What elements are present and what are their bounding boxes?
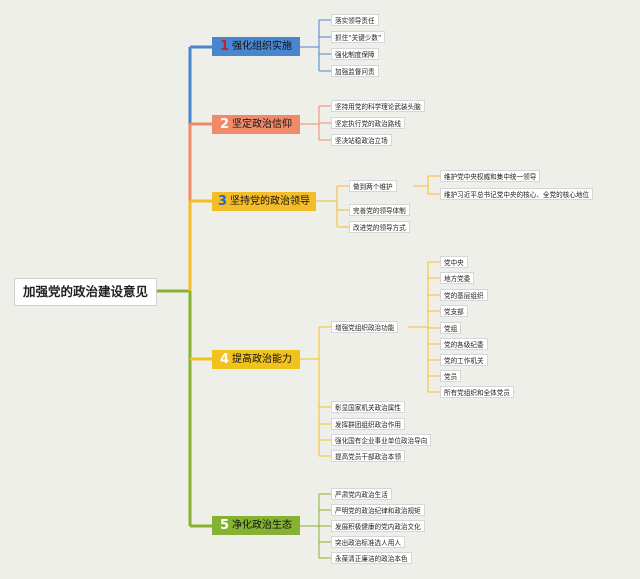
leaf-1-2[interactable]: 抓住“关键少数” (331, 31, 386, 43)
leaf-4-4[interactable]: 强化国有企业事业单位政治导向 (331, 434, 432, 446)
leaf-4-1[interactable]: 增强党组织政治功能 (331, 321, 399, 333)
subleaf-4-5[interactable]: 党组 (440, 322, 462, 334)
subleaf-4-3[interactable]: 党的基层组织 (440, 289, 488, 301)
root-node[interactable]: 加强党的政治建设意见 (14, 278, 158, 306)
branch-number: 5 (219, 518, 230, 533)
subleaf-4-4[interactable]: 党支部 (440, 305, 468, 317)
subleaf-4-9[interactable]: 所有党组织和全体党员 (440, 386, 514, 398)
leaf-1-1[interactable]: 落实领导责任 (331, 14, 379, 26)
branch-number: 3 (217, 194, 228, 209)
subleaf-4-1[interactable]: 党中央 (440, 256, 468, 268)
subleaf-3-2[interactable]: 维护习近平总书记党中央的核心、全党的核心地位 (440, 188, 594, 200)
leaf-5-3[interactable]: 发展积极健康的党内政治文化 (331, 520, 425, 532)
branch-label: 强化组织实施 (232, 41, 293, 52)
leaf-5-5[interactable]: 永葆清正廉洁的政治本色 (331, 552, 412, 564)
leaf-3-1[interactable]: 做到两个维护 (349, 180, 397, 192)
branch-label: 坚持党的政治领导 (230, 196, 311, 207)
leaf-4-3[interactable]: 发挥群团组织政治作用 (331, 418, 405, 430)
leaf-3-2[interactable]: 完善党的领导体制 (349, 204, 410, 216)
subleaf-4-7[interactable]: 党的工作机关 (440, 354, 488, 366)
branch-number: 2 (219, 117, 230, 132)
branch-label: 坚定政治信仰 (232, 119, 293, 130)
branch-label: 提高政治能力 (232, 354, 293, 365)
leaf-4-2[interactable]: 彰显国家机关政治属性 (331, 401, 405, 413)
leaf-1-3[interactable]: 强化制度保障 (331, 48, 379, 60)
branch-label: 净化政治生态 (232, 520, 293, 531)
subleaf-4-6[interactable]: 党的各级纪委 (440, 338, 488, 350)
branch-number: 4 (219, 352, 230, 367)
leaf-5-1[interactable]: 严肃党内政治生活 (331, 488, 392, 500)
leaf-2-3[interactable]: 坚决站稳政治立场 (331, 134, 392, 146)
leaf-5-4[interactable]: 突出政治标准选人用人 (331, 536, 405, 548)
subleaf-4-8[interactable]: 党员 (440, 370, 462, 382)
branch-number: 1 (219, 39, 230, 54)
subleaf-3-1[interactable]: 维护党中央权威和集中统一领导 (440, 170, 541, 182)
subleaf-4-2[interactable]: 地方党委 (440, 272, 475, 284)
leaf-5-2[interactable]: 严明党的政治纪律和政治规矩 (331, 504, 425, 516)
leaf-2-1[interactable]: 坚持用党的科学理论武装头脑 (331, 100, 425, 112)
leaf-3-3[interactable]: 改进党的领导方式 (349, 221, 410, 233)
leaf-4-5[interactable]: 提高党员干部政治本领 (331, 450, 405, 462)
leaf-1-4[interactable]: 加强监督问责 (331, 65, 379, 77)
leaf-2-2[interactable]: 坚定执行党的政治路线 (331, 117, 405, 129)
